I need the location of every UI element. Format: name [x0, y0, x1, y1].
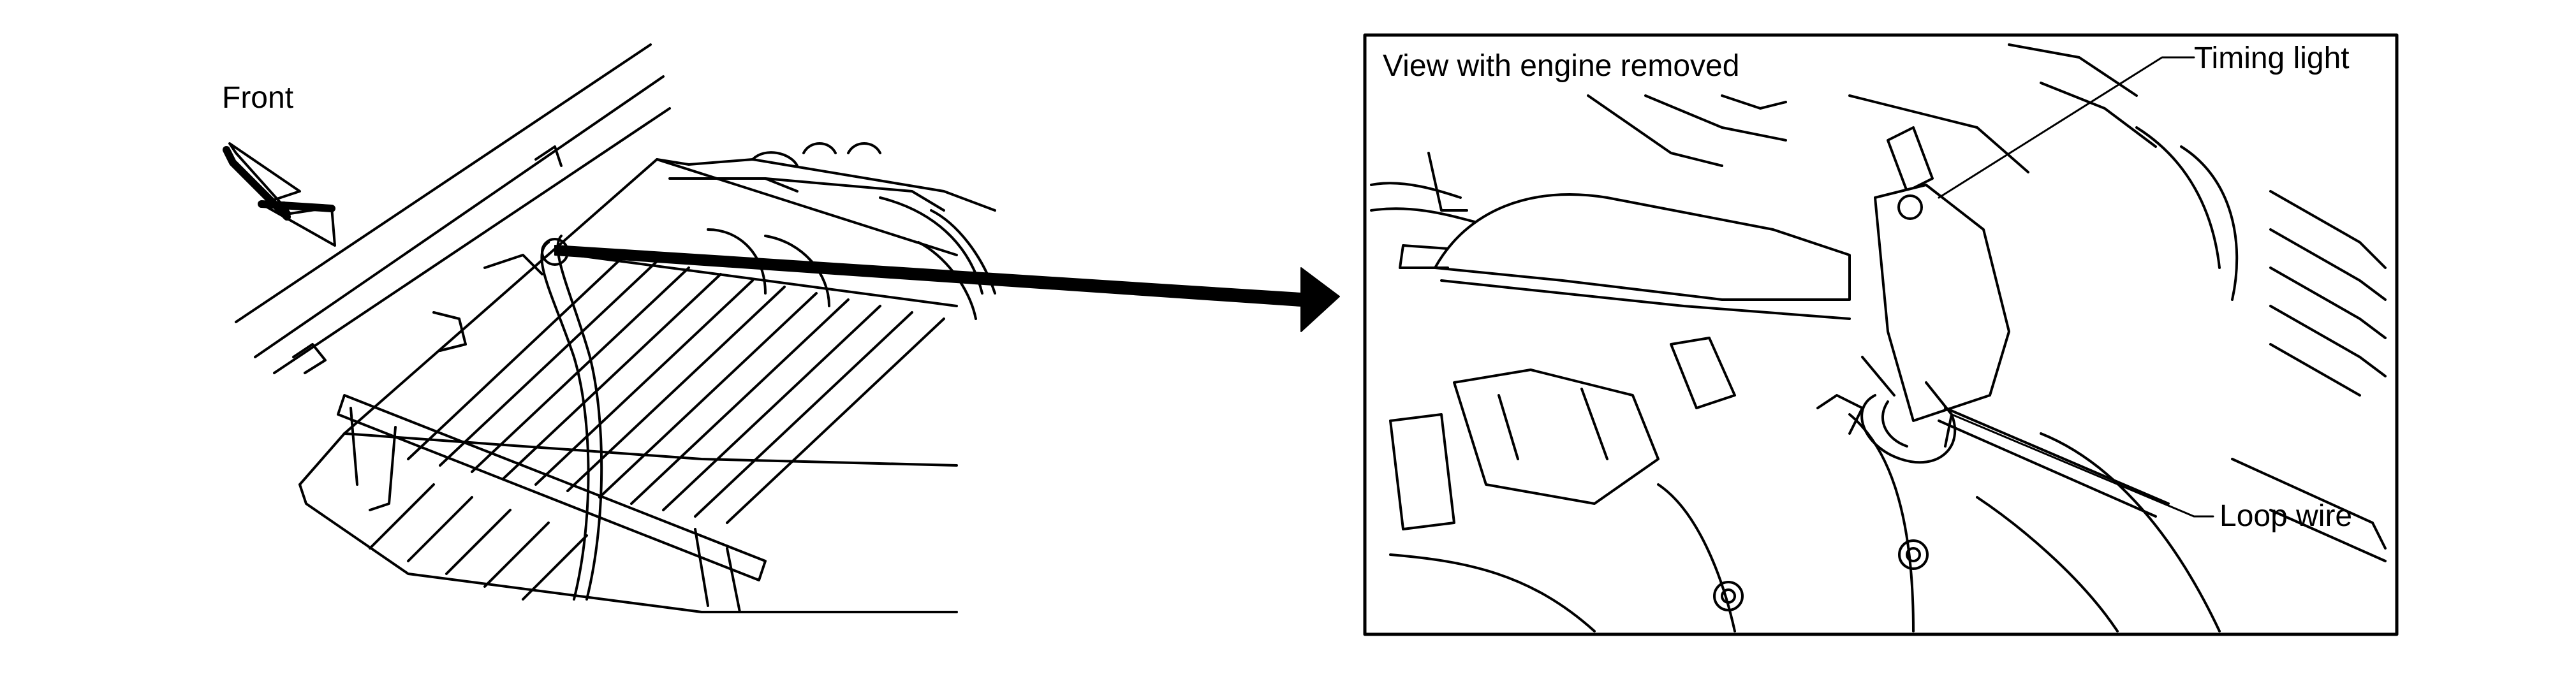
loop-wire-leader: [1950, 413, 2214, 518]
front-label: Front: [222, 81, 294, 115]
loop-wire-label: Loop wire: [2219, 499, 2353, 533]
timing-light-leader: [1938, 56, 2195, 199]
inset-frame: [1363, 33, 2399, 636]
timing-light-label: Timing light: [2194, 41, 2350, 75]
inset-view: [1363, 33, 2399, 636]
front-direction-arrow: [223, 142, 336, 247]
view-caption: View with engine removed: [1383, 49, 1740, 83]
pointer-arrow: [554, 245, 1340, 332]
engine-compartment-drawing: [235, 43, 996, 613]
